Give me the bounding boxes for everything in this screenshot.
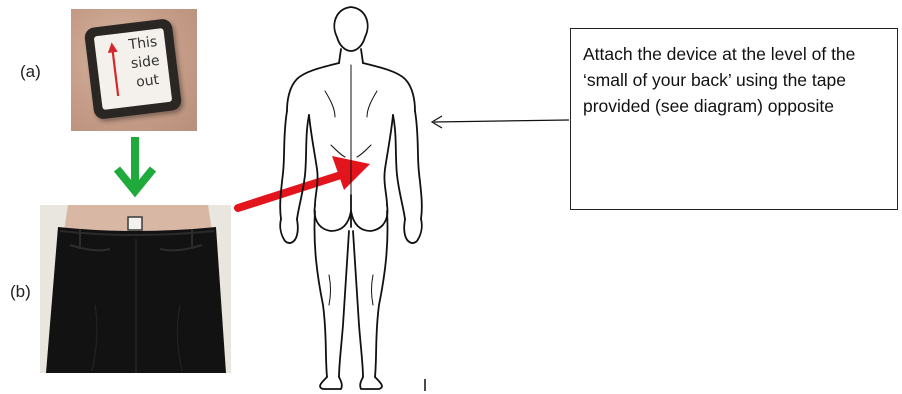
label-b: (b) (10, 282, 31, 302)
motion-sensor-device: This side out (84, 18, 183, 120)
body-back-view-figure (265, 5, 435, 391)
green-down-arrow-icon (113, 135, 157, 199)
waist-photo (40, 205, 231, 373)
device-sticker: This side out (94, 28, 172, 110)
pointer-arrow-icon (428, 110, 570, 132)
device-sticker-text: This side out (120, 32, 171, 94)
device-photo: This side out (71, 9, 197, 131)
instruction-box: Attach the device at the level of the ‘s… (570, 28, 898, 210)
instruction-text: Attach the device at the level of the ‘s… (583, 41, 895, 119)
label-a: (a) (20, 62, 41, 82)
